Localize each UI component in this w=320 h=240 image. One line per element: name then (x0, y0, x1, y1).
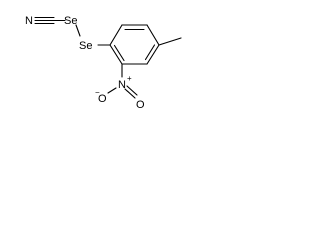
ring-bond-c3-c4-inner (144, 44, 156, 61)
ring-bond-c4-c5 (146, 24, 160, 46)
n-o-double-bond-2 (124, 88, 136, 99)
n-o-double-bond-1 (126, 85, 138, 96)
atom-label-se2: Se (79, 40, 92, 52)
ring-bond-c1-c2-inner (113, 44, 125, 62)
atom-label-n-nitro: N (118, 79, 126, 91)
methyl-bond (158, 37, 182, 46)
atom-label-o-left: O (98, 93, 107, 105)
n-o-single-bond (107, 87, 117, 94)
cyano-group (34, 16, 66, 25)
ring-bond-c3-c4 (146, 44, 160, 65)
nitro-group (107, 63, 138, 99)
charge-label-n-nitro: + (127, 74, 132, 83)
ring-bond-c6-c1 (109, 24, 123, 46)
se-se-bond (75, 24, 81, 37)
ring-bond-c1-c2 (109, 44, 123, 65)
charge-label-o-left: − (95, 88, 100, 97)
atom-label-se1: Se (64, 15, 77, 27)
atom-label-o-right: O (136, 99, 145, 111)
atom-label-n-cyano: N (25, 15, 33, 27)
benzene-ring (109, 24, 160, 65)
molecule-structure: N Se Se N + O O − (25, 15, 182, 111)
